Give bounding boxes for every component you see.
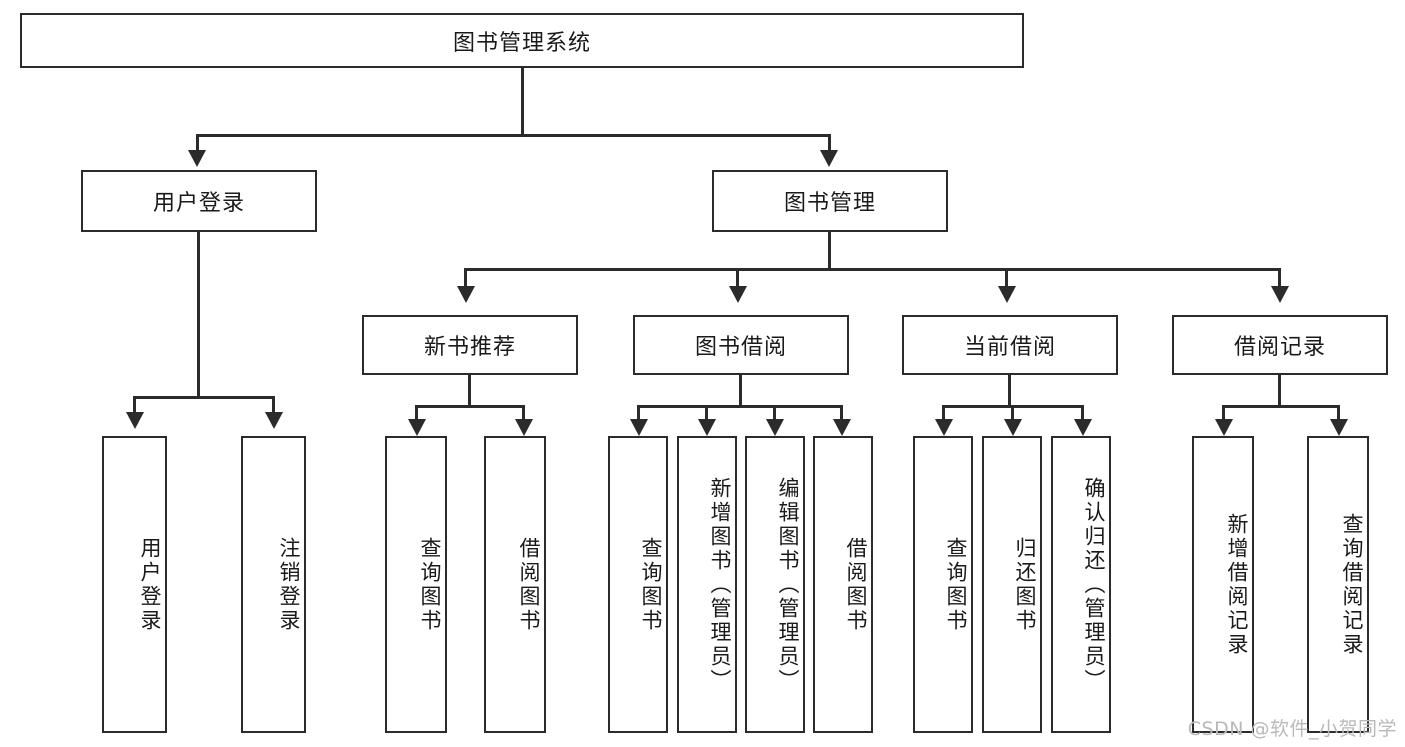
leaf-label: 确认归还（管理员） [1082,476,1106,693]
leaf-borrow-record-query[interactable]: 查询借阅记录 [1307,436,1369,733]
edge-book-borrow-stem [739,375,742,408]
arrow-book-mgmt-to-l3-1 [457,286,475,303]
arrow-current-borrow-to-leaf-3 [1074,419,1092,436]
node-new-book-recommend[interactable]: 新书推荐 [362,315,578,375]
leaf-label: 用户登录 [138,536,162,633]
leaf-new-book-borrow[interactable]: 借阅图书 [484,436,546,733]
edge-user-login-to-leaf-2 [272,396,275,416]
leaf-book-borrow-query[interactable]: 查询图书 [608,436,668,733]
csdn-watermark: CSDN @软件_小贺同学 [1187,718,1397,740]
edge-user-login-to-leaf-1 [133,396,136,416]
arrow-book-borrow-to-leaf-4 [833,419,851,436]
node-book-management[interactable]: 图书管理 [712,170,948,232]
edge-book-mgmt-to-l3-3 [1005,268,1008,290]
node-user-login[interactable]: 用户登录 [81,170,317,232]
node-borrow-record[interactable]: 借阅记录 [1172,315,1388,375]
edge-new-book-to-leaf-1 [415,405,418,421]
edge-book-mgmt-to-l3-4 [1278,268,1281,290]
arrow-root-to-user-login [188,150,206,167]
edge-book-mgmt-to-l3-1 [464,268,467,290]
leaf-label: 归还图书 [1013,536,1037,633]
edge-root-stem [521,68,524,136]
leaf-user-login-logout[interactable]: 注销登录 [241,436,306,733]
arrow-current-borrow-to-leaf-2 [1004,419,1022,436]
node-current-borrow[interactable]: 当前借阅 [902,315,1118,375]
edge-current-borrow-to-leaf-3 [1081,405,1084,421]
arrow-book-mgmt-to-l3-4 [1271,286,1289,303]
leaf-label: 查询图书 [418,536,442,633]
edge-new-book-to-leaf-2 [522,405,525,421]
arrow-user-login-to-leaf-1 [126,412,144,429]
edge-borrow-record-to-leaf-2 [1337,405,1340,421]
edge-borrow-record-bar [1222,405,1340,408]
arrow-root-to-book-mgmt [820,150,838,167]
leaf-current-borrow-confirm-return[interactable]: 确认归还（管理员） [1051,436,1111,733]
edge-book-mgmt-stem [828,232,831,270]
edge-current-borrow-to-leaf-2 [1011,405,1014,421]
edge-book-borrow-to-leaf-4 [840,405,843,421]
arrow-book-mgmt-to-l3-2 [729,286,747,303]
edge-book-borrow-to-leaf-3 [773,405,776,421]
arrow-borrow-record-to-leaf-2 [1330,419,1348,436]
leaf-label: 注销登录 [277,536,301,633]
edge-book-borrow-to-leaf-2 [705,405,708,421]
arrow-borrow-record-to-leaf-1 [1215,419,1233,436]
edge-borrow-record-stem [1278,375,1281,408]
edge-root-to-user-login [196,134,199,154]
arrow-new-book-to-leaf-2 [515,419,533,436]
leaf-label: 查询图书 [639,536,663,633]
leaf-current-borrow-return[interactable]: 归还图书 [982,436,1042,733]
edge-book-borrow-bar [637,405,843,408]
arrow-book-mgmt-to-l3-3 [998,286,1016,303]
leaf-label: 新增图书（管理员） [708,476,732,693]
leaf-borrow-record-add[interactable]: 新增借阅记录 [1192,436,1254,733]
leaf-label: 新增借阅记录 [1225,512,1249,657]
leaf-label: 查询图书 [944,536,968,633]
edge-book-borrow-to-leaf-1 [637,405,640,421]
arrow-book-borrow-to-leaf-2 [698,419,716,436]
edge-new-book-bar [415,405,525,408]
edge-user-login-stem [197,232,200,398]
arrow-user-login-to-leaf-2 [265,412,283,429]
edge-user-login-bar [133,396,275,399]
leaf-label: 借阅图书 [517,536,541,633]
edge-new-book-stem [468,375,471,408]
edge-book-mgmt-bar [464,268,1281,271]
leaf-label: 借阅图书 [844,536,868,633]
edge-root-to-book-mgmt [828,134,831,154]
edge-root-bar [196,134,831,137]
node-book-borrow[interactable]: 图书借阅 [633,315,849,375]
edge-borrow-record-to-leaf-1 [1222,405,1225,421]
edge-current-borrow-to-leaf-1 [942,405,945,421]
arrow-book-borrow-to-leaf-3 [766,419,784,436]
leaf-label: 编辑图书（管理员） [776,476,800,693]
leaf-book-borrow-edit[interactable]: 编辑图书（管理员） [745,436,805,733]
leaf-new-book-query[interactable]: 查询图书 [385,436,447,733]
node-root-system[interactable]: 图书管理系统 [20,13,1024,68]
leaf-book-borrow-borrow[interactable]: 借阅图书 [813,436,873,733]
arrow-current-borrow-to-leaf-1 [935,419,953,436]
edge-current-borrow-stem [1008,375,1011,408]
edge-book-mgmt-to-l3-2 [736,268,739,290]
leaf-current-borrow-query[interactable]: 查询图书 [913,436,973,733]
arrow-new-book-to-leaf-1 [408,419,426,436]
leaf-book-borrow-add[interactable]: 新增图书（管理员） [677,436,737,733]
leaf-label: 查询借阅记录 [1340,512,1364,657]
leaf-user-login-login[interactable]: 用户登录 [102,436,167,733]
arrow-book-borrow-to-leaf-1 [630,419,648,436]
